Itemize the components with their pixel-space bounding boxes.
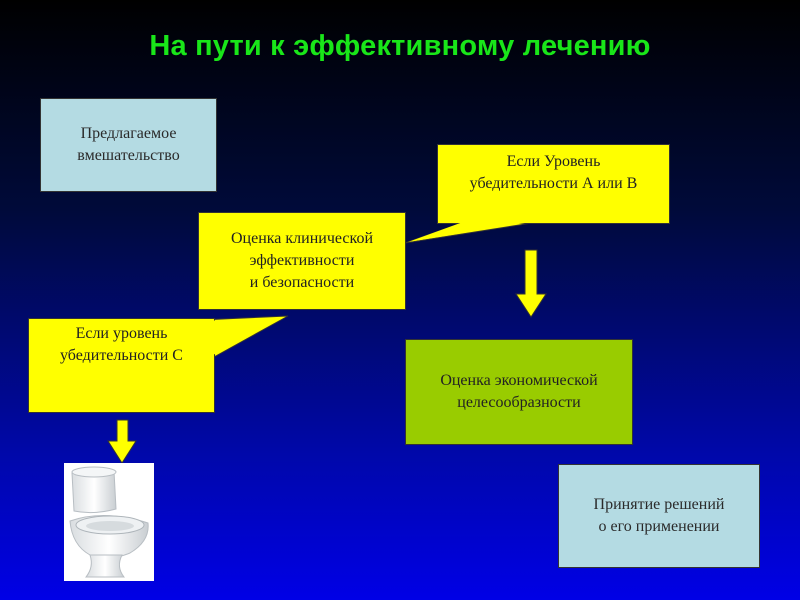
level-ab-bubble: Если Уровень убедительности А или В: [437, 144, 670, 224]
level-ab-label: Если Уровень убедительности А или В: [469, 153, 638, 192]
level-c-label: Если уровень убедительности С: [60, 325, 183, 364]
economic-evaluation-box: Оценка экономической целесообразности: [405, 339, 633, 445]
toilet-image: [64, 463, 154, 581]
proposed-intervention-label: Предлагаемое вмешательство: [77, 125, 180, 164]
arrow-down-icon: [107, 419, 137, 464]
level-c-bubble: Если уровень убедительности С: [28, 318, 215, 413]
clinical-evaluation-box: Оценка клинической эффективности и безоп…: [198, 212, 406, 310]
arrow-down-icon: [515, 249, 547, 318]
proposed-intervention-box: Предлагаемое вмешательство: [40, 98, 217, 192]
toilet-icon: [69, 466, 149, 578]
bubble-tail-ab: [404, 222, 533, 244]
slide-title: На пути к эффективному лечению: [149, 30, 651, 62]
decision-label: Принятие решений о его применении: [593, 496, 725, 535]
clinical-evaluation-label: Оценка клинической эффективности и безоп…: [230, 230, 374, 291]
economic-evaluation-label: Оценка экономической целесообразности: [440, 372, 598, 411]
decision-box: Принятие решений о его применении: [558, 464, 760, 568]
